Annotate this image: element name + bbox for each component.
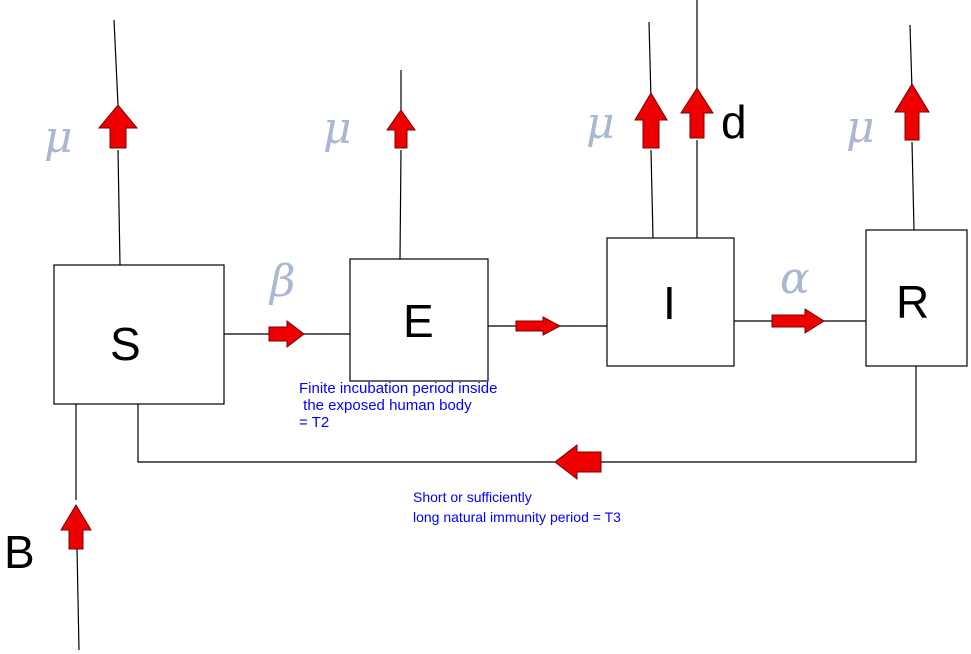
e-death-arrow-icon bbox=[386, 109, 416, 149]
infection-arrow-icon bbox=[268, 319, 305, 349]
recovery-arrow-icon bbox=[771, 308, 825, 334]
incubation-arrow-icon bbox=[515, 316, 562, 336]
r-box bbox=[865, 229, 968, 367]
immunity-loss-arrow-icon bbox=[554, 443, 602, 481]
r-label: R bbox=[896, 276, 929, 328]
s-death-arrow-icon bbox=[97, 104, 139, 149]
immunity-note-line-2: long natural immunity period = T3 bbox=[413, 509, 621, 525]
mu-i-label: μ bbox=[586, 98, 615, 149]
i-death-arrow-icon bbox=[634, 92, 668, 149]
mu-r-label: μ bbox=[846, 102, 875, 153]
i-outflow-line-mu bbox=[648, 21, 654, 239]
s-box bbox=[53, 264, 225, 405]
flow-arrows bbox=[60, 83, 930, 550]
i-disease-death-arrow-icon bbox=[680, 87, 714, 139]
birth-inflow-line bbox=[75, 404, 80, 651]
incubation-note-line-1: Finite incubation period inside bbox=[299, 380, 497, 397]
s-outflow-line bbox=[113, 19, 121, 266]
b-label: B bbox=[4, 526, 35, 578]
e-box bbox=[349, 258, 489, 382]
immunity-note-line-1: Short or sufficiently bbox=[413, 489, 532, 505]
incubation-note-line-2: the exposed human body bbox=[299, 397, 472, 414]
d-label: d bbox=[721, 96, 747, 148]
mu-e-label: μ bbox=[323, 103, 352, 154]
beta-label: β bbox=[268, 256, 295, 307]
r-death-arrow-icon bbox=[894, 83, 930, 141]
incubation-note-line-3: = T2 bbox=[299, 414, 329, 431]
i-label: I bbox=[663, 277, 676, 329]
e-outflow-line bbox=[399, 70, 402, 260]
compartments bbox=[53, 229, 968, 405]
i-box bbox=[606, 237, 735, 367]
r-to-s-feedback-line bbox=[137, 366, 917, 463]
birth-arrow-icon bbox=[60, 504, 92, 550]
alpha-label: α bbox=[780, 253, 810, 304]
e-label: E bbox=[403, 295, 434, 347]
s-label: S bbox=[110, 318, 141, 370]
r-outflow-line bbox=[909, 24, 915, 231]
mu-s-label: μ bbox=[44, 112, 73, 163]
